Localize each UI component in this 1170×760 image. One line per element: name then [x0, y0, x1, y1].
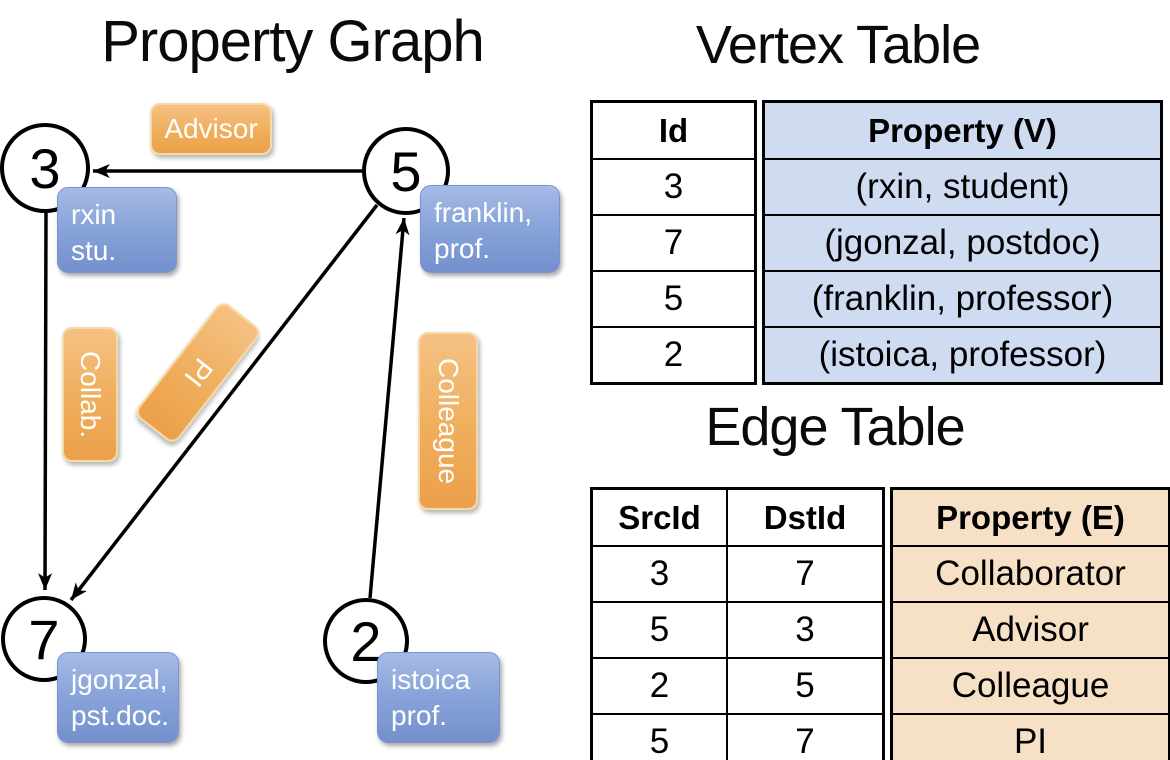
edge-srcid-cell: 5: [590, 601, 728, 659]
table-row: (franklin, professor): [762, 270, 1163, 328]
edge-header-srcid: SrcId: [590, 487, 728, 547]
table-header-row: Property (E): [890, 487, 1170, 547]
vertex-id-cell: 2: [590, 326, 757, 385]
vertex-header-id: Id: [590, 100, 757, 160]
vertex-box-franklin: franklin, prof.: [420, 185, 560, 273]
table-row: Colleague: [890, 657, 1170, 715]
node-5-id: 5: [390, 139, 422, 203]
vertex-property-cell: (jgonzal, postdoc): [762, 214, 1163, 272]
node-3-id: 3: [29, 136, 61, 200]
edge-line-collab-3to7: [38, 212, 53, 591]
vertex-id-cell: 7: [590, 214, 757, 272]
node-7-id: 7: [28, 607, 60, 671]
edge-srcid-cell: 5: [590, 713, 728, 760]
edge-property-cell: Advisor: [890, 601, 1170, 659]
table-row: (istoica, professor): [762, 326, 1163, 385]
vertex-box-istoica: istoica prof.: [377, 652, 500, 743]
vertex-box-jgonzal: jgonzal, pst.doc.: [57, 652, 179, 743]
vertex-box-jgonzal-line2: pst.doc.: [71, 700, 170, 732]
edge-srcid-cell: 3: [590, 545, 728, 603]
vertex-property-cell: (rxin, student): [762, 158, 1163, 216]
edge-label-colleague-text: Colleague: [433, 357, 464, 485]
edge-table-property-column: Property (E) Collaborator Advisor Collea…: [890, 487, 1170, 760]
table-row: 5 3: [590, 601, 885, 659]
vertex-table-title: Vertex Table: [695, 15, 981, 75]
table-header-row: SrcId DstId: [590, 487, 885, 547]
table-row: (jgonzal, postdoc): [762, 214, 1163, 272]
edge-line-colleague-2to5: [368, 217, 410, 599]
vertex-box-rxin: rxin stu.: [57, 187, 177, 273]
table-header-row: Id: [590, 100, 757, 160]
table-row: Collaborator: [890, 545, 1170, 603]
edge-header-property: Property (E): [890, 487, 1170, 547]
node-2-circle: 2: [323, 598, 409, 684]
table-row: 5: [590, 270, 757, 328]
edge-property-cell: Colleague: [890, 657, 1170, 715]
vertex-table-property-column: Property (V) (rxin, student) (jgonzal, p…: [762, 100, 1163, 385]
edge-property-cell: PI: [890, 713, 1170, 760]
node-5-circle: 5: [362, 127, 450, 215]
vertex-table-id-column: Id 3 7 5 2: [590, 100, 757, 385]
edge-dstid-cell: 5: [726, 657, 885, 715]
vertex-box-jgonzal-line1: jgonzal,: [71, 664, 168, 695]
edge-header-dstid: DstId: [726, 487, 885, 547]
vertex-box-rxin-line1: rxin: [71, 199, 117, 230]
vertex-box-franklin-line1: franklin,: [434, 197, 533, 228]
node-2-id: 2: [350, 609, 382, 673]
vertex-id-cell: 5: [590, 270, 757, 328]
edge-label-pi-text: PI: [178, 352, 219, 393]
edge-srcid-cell: 2: [590, 657, 728, 715]
edge-property-cell: Collaborator: [890, 545, 1170, 603]
vertex-box-istoica-line2: prof.: [391, 700, 448, 732]
table-row: 2 5: [590, 657, 885, 715]
property-graph-title: Property Graph: [101, 9, 485, 74]
table-row: 3 7: [590, 545, 885, 603]
edge-label-advisor: Advisor: [150, 103, 272, 155]
edge-table-title: Edge Table: [705, 397, 965, 457]
edge-label-collab-text: Collab.: [75, 350, 106, 439]
vertex-property-cell: (franklin, professor): [762, 270, 1163, 328]
vertex-box-franklin-line2: prof.: [434, 233, 491, 265]
edge-dstid-cell: 7: [726, 545, 885, 603]
vertex-box-rxin-line2: stu.: [71, 235, 117, 267]
edge-dstid-cell: 3: [726, 601, 885, 659]
table-header-row: Property (V): [762, 100, 1163, 160]
table-row: Advisor: [890, 601, 1170, 659]
edge-dstid-cell: 7: [726, 713, 885, 760]
vertex-property-cell: (istoica, professor): [762, 326, 1163, 385]
table-row: PI: [890, 713, 1170, 760]
table-row: 3: [590, 158, 757, 216]
table-row: 7: [590, 214, 757, 272]
edge-label-collab: Collab.: [62, 327, 118, 462]
graph-edges-svg: [38, 164, 410, 602]
vertex-header-property: Property (V): [762, 100, 1163, 160]
vertex-id-cell: 3: [590, 158, 757, 216]
edge-label-colleague: Colleague: [418, 332, 478, 510]
edge-table: SrcId DstId 3 7 5 3 2 5 5 7 Property (E)…: [590, 487, 1170, 760]
table-row: 5 7: [590, 713, 885, 760]
table-row: 2: [590, 326, 757, 385]
vertex-box-istoica-line1: istoica: [391, 664, 471, 695]
edge-line-pi-5to7: [69, 203, 379, 602]
vertex-table: Id 3 7 5 2 Property (V) (rxin, student) …: [590, 100, 1163, 385]
table-row: (rxin, student): [762, 158, 1163, 216]
edge-table-id-columns: SrcId DstId 3 7 5 3 2 5 5 7: [590, 487, 885, 760]
edge-label-advisor-text: Advisor: [164, 113, 258, 144]
